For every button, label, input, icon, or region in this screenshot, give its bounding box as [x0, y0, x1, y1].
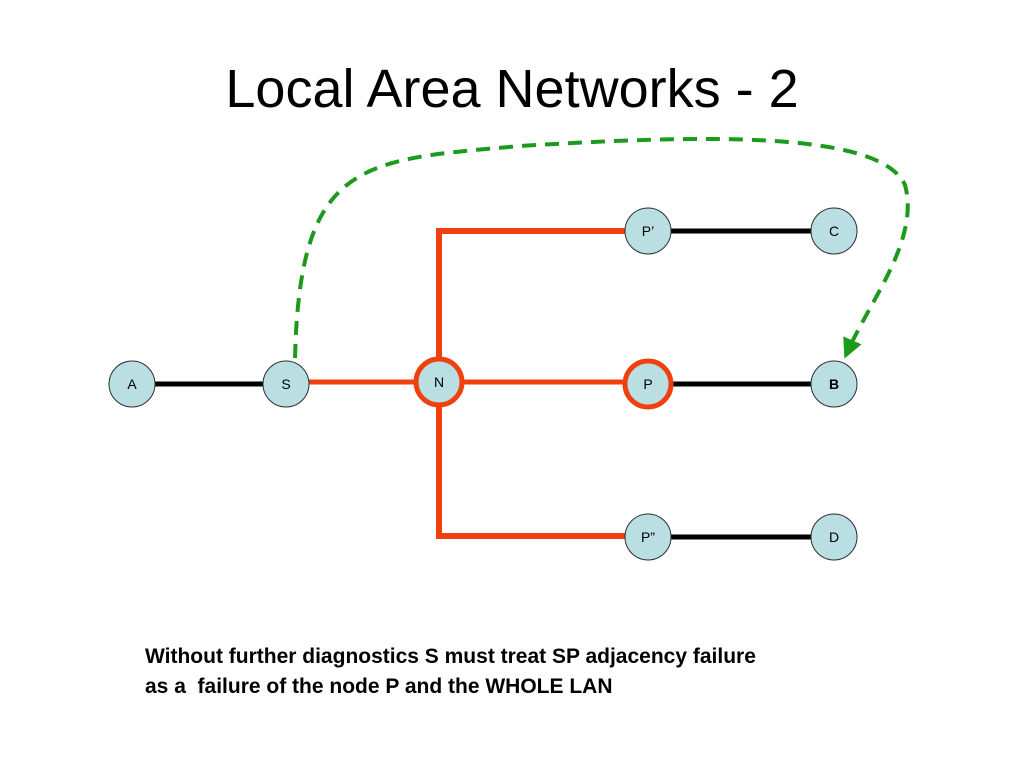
node-s: S: [262, 360, 310, 408]
reroute-path-s-to-b: [293, 137, 910, 359]
node-a-label: A: [127, 376, 137, 392]
node-p-prime-label: P’: [642, 223, 654, 239]
node-p-label: P: [643, 376, 652, 392]
node-n-label: N: [434, 374, 444, 390]
node-a: A: [108, 360, 156, 408]
node-d-label: D: [829, 529, 839, 545]
node-p: P: [622, 358, 674, 410]
node-d: D: [810, 513, 858, 561]
node-c: C: [810, 207, 858, 255]
slide-title: Local Area Networks - 2: [225, 59, 799, 119]
lan-link-n-pdouble: [436, 382, 648, 539]
node-n: N: [413, 356, 465, 408]
caption-line-1: Without further diagnostics S must treat…: [145, 645, 756, 668]
node-c-label: C: [829, 223, 839, 239]
node-b-label: B: [829, 376, 839, 392]
caption: Without further diagnostics S must treat…: [145, 642, 925, 702]
caption-line-2: as a failure of the node P and the WHOLE…: [145, 675, 613, 698]
node-s-label: S: [281, 376, 290, 392]
node-b: B: [810, 360, 858, 408]
node-p-double-prime: P”: [624, 513, 672, 561]
node-p-double-prime-label: P”: [641, 529, 655, 545]
node-p-prime: P’: [624, 207, 672, 255]
lan-link-n-pprime: [436, 228, 648, 382]
